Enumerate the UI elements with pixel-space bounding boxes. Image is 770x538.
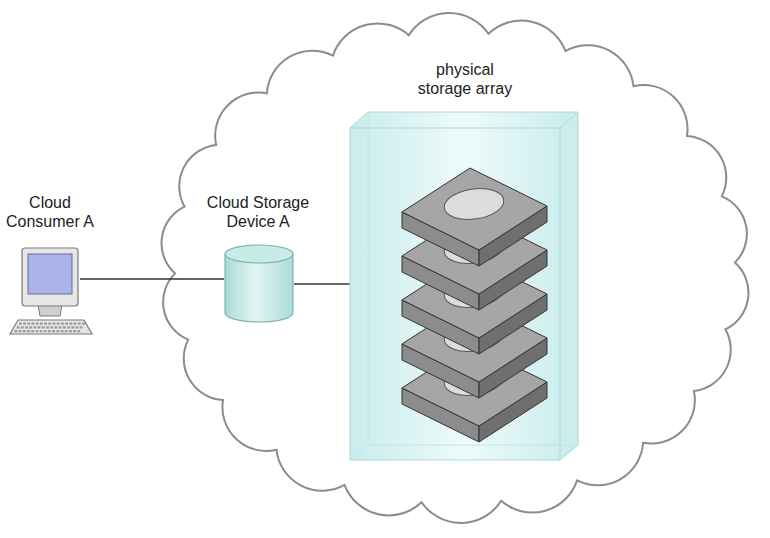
connector-line: [80, 278, 224, 279]
keyboard: [10, 320, 92, 334]
node-label: Cloud Consumer A: [2, 193, 98, 231]
computer-node: Cloud Consumer A: [0, 190, 100, 340]
monitor-screen: [28, 254, 72, 294]
node-illustration: [20, 246, 80, 312]
glass-front-edges: [350, 112, 578, 460]
cylinder-body: [225, 254, 293, 322]
node-illustration: [350, 112, 578, 460]
monitor-stand: [38, 305, 62, 316]
disk-stack: [402, 168, 547, 442]
cloud-border: [162, 13, 749, 523]
storage-array-node: physical storage array: [345, 57, 585, 467]
connector-line: [294, 283, 350, 284]
keyboard-keys: [14, 323, 84, 333]
node-label: physical storage array: [410, 60, 520, 98]
cylinder-top: [225, 245, 293, 263]
node-label: Cloud Storage Device A: [200, 193, 316, 231]
storage-device-node: Cloud Storage Device A: [200, 190, 316, 330]
node-illustration: [224, 245, 294, 323]
glass-back-edges: [350, 112, 578, 460]
glass-case: [350, 112, 578, 460]
monitor-body: [22, 248, 78, 306]
